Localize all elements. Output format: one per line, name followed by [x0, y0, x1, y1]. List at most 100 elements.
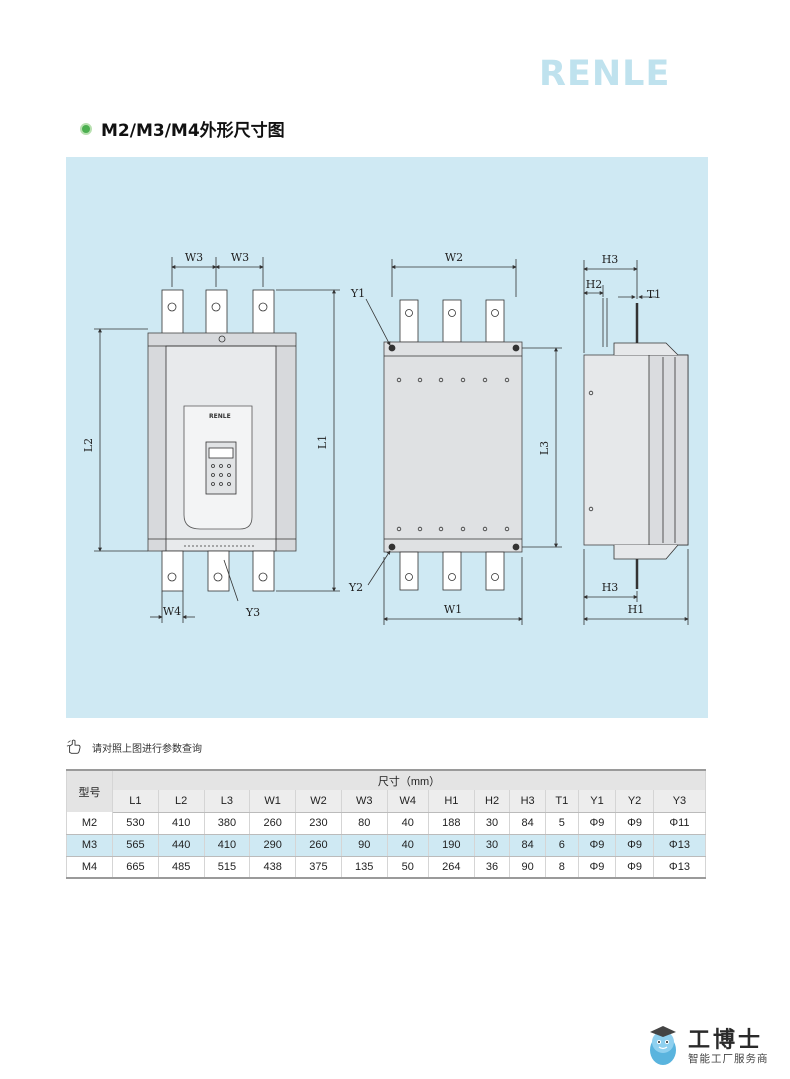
- table-cell: 438: [249, 856, 297, 879]
- column-header: T1: [544, 790, 579, 813]
- column-header: W2: [295, 790, 342, 813]
- table-cell: 665: [112, 856, 159, 879]
- dimension-drawing: W3 W3 L2 L1 W4 Y3 W2 Y1 L3 Y2 W1 H3 H2 T…: [82, 251, 689, 625]
- table-cell: 135: [340, 856, 388, 879]
- panel-brand-mark: RENLE: [209, 413, 231, 420]
- column-header: L2: [157, 790, 205, 813]
- dim-label-l1: L1: [316, 435, 329, 449]
- dim-label-y3: Y3: [245, 606, 260, 619]
- table-cell: 30: [473, 812, 511, 835]
- column-header: H2: [473, 790, 511, 813]
- table-cell: 84: [509, 812, 546, 835]
- footer-tagline: 智能工厂服务商: [688, 1053, 769, 1065]
- model-cell: M4: [66, 856, 113, 879]
- table-cell: 440: [157, 834, 205, 857]
- table-cell: 485: [157, 856, 205, 879]
- table-cell: 410: [203, 834, 251, 857]
- mounting-view: [383, 299, 523, 591]
- table-cell: 260: [295, 834, 342, 857]
- dim-label-y1: Y1: [350, 287, 365, 300]
- table-cell: 90: [509, 856, 546, 879]
- table-cell: Φ11: [652, 812, 707, 835]
- table-cell: 230: [295, 812, 342, 835]
- dim-label-h1: H1: [628, 603, 645, 616]
- section-heading: M2/M3/M4外形尺寸图: [80, 116, 285, 141]
- table-cell: 188: [427, 812, 475, 835]
- brand-logo: RENLE: [539, 54, 671, 94]
- dim-label-h3-top: H3: [602, 253, 619, 266]
- table-cell: 515: [203, 856, 251, 879]
- dim-label-w2: W2: [445, 251, 463, 264]
- column-header: H1: [427, 790, 475, 813]
- footer-brand-name: 工博士: [688, 1027, 764, 1053]
- table-cell: 5: [544, 812, 579, 835]
- dim-label-h2: H2: [586, 278, 603, 291]
- side-dimensions: [583, 260, 689, 625]
- table-cell: Φ9: [615, 812, 654, 835]
- column-header: L1: [112, 790, 159, 813]
- table-cell: 84: [509, 834, 546, 857]
- table-cell: 375: [295, 856, 342, 879]
- column-header: Y3: [652, 790, 707, 813]
- table-cell: Φ13: [652, 856, 707, 879]
- table-cell: 264: [427, 856, 475, 879]
- table-cell: Φ9: [577, 834, 617, 857]
- table-cell: 6: [544, 834, 579, 857]
- lookup-note: 请对照上图进行参数查询: [66, 738, 202, 756]
- column-header: W4: [386, 790, 429, 813]
- table-cell: 90: [340, 834, 388, 857]
- bullet-dot-icon: [80, 122, 92, 135]
- dim-label-w1: W1: [444, 603, 462, 616]
- side-view: [583, 298, 689, 589]
- table-cell: 530: [112, 812, 159, 835]
- dim-label-t1: T1: [647, 288, 661, 301]
- page-title: M2/M3/M4外形尺寸图: [101, 121, 285, 141]
- footer-logo: 工博士 智能工厂服务商: [640, 1018, 780, 1074]
- table-cell: 380: [203, 812, 251, 835]
- dim-label-w3-right: W3: [231, 251, 249, 264]
- column-header: H3: [509, 790, 546, 813]
- dim-label-y2: Y2: [348, 581, 363, 594]
- model-cell: M3: [66, 834, 113, 857]
- column-header: W1: [249, 790, 297, 813]
- dim-label-w3-left: W3: [185, 251, 203, 264]
- table-cell: 190: [427, 834, 475, 857]
- table-cell: 565: [112, 834, 159, 857]
- column-header: W3: [340, 790, 388, 813]
- table-cell: 50: [386, 856, 429, 879]
- table-cell: Φ9: [577, 856, 617, 879]
- table-cell: Φ9: [577, 812, 617, 835]
- column-header: Y2: [615, 790, 654, 813]
- table-cell: 40: [386, 812, 429, 835]
- model-header: 型号: [66, 769, 113, 812]
- dim-label-w4: W4: [163, 605, 181, 618]
- table-cell: 40: [386, 834, 429, 857]
- column-header: L3: [203, 790, 251, 813]
- column-header: Y1: [577, 790, 617, 813]
- front-dimensions: [94, 257, 340, 623]
- table-cell: Φ13: [652, 834, 707, 857]
- mascot-icon: [650, 1026, 676, 1065]
- front-view: [147, 289, 297, 592]
- dimension-group-header: 尺寸（mm）: [112, 769, 706, 790]
- table-cell: Φ9: [615, 856, 654, 879]
- table-cell: 410: [157, 812, 205, 835]
- dim-label-l2: L2: [82, 438, 95, 452]
- note-text: 请对照上图进行参数查询: [92, 743, 202, 755]
- table-cell: 8: [544, 856, 579, 879]
- table-cell: Φ9: [615, 834, 654, 857]
- table-cell: 30: [473, 834, 511, 857]
- table-cell: 36: [473, 856, 511, 879]
- table-cell: 80: [340, 812, 388, 835]
- model-cell: M2: [66, 812, 113, 835]
- dimension-drawing-panel: W3 W3 L2 L1 W4 Y3 W2 Y1 L3 Y2 W1 H3 H2 T…: [66, 157, 708, 718]
- pointing-hand-icon: [66, 739, 81, 754]
- table-cell: 290: [249, 834, 297, 857]
- dim-label-l3: L3: [538, 441, 551, 455]
